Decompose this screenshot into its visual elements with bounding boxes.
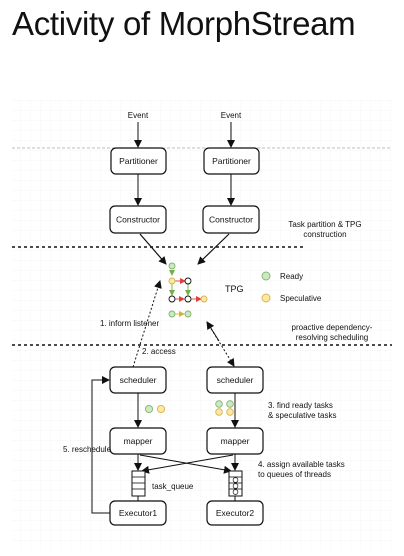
- partitioner-right-label: Partitioner: [212, 156, 251, 166]
- scheduler-right-label: scheduler: [217, 375, 254, 385]
- page-title: Activity of MorphStream: [12, 5, 356, 42]
- constructor-right: Constructor: [202, 205, 260, 234]
- executor-right-label: Executor2: [216, 508, 255, 518]
- tpg-label: TPG: [225, 284, 244, 294]
- proactive-label-2: resolving scheduling: [296, 333, 369, 342]
- scheduler-left-tasks: [144, 404, 166, 414]
- mapper-right: mapper: [206, 427, 264, 455]
- executor-left: Executor1: [109, 500, 167, 526]
- scheduler-left-label: scheduler: [120, 375, 157, 385]
- executor-left-label: Executor1: [119, 508, 158, 518]
- event-right-label: Event: [221, 111, 242, 120]
- task-partition-label-2: construction: [303, 230, 346, 239]
- mapper-right-label: mapper: [221, 436, 250, 446]
- event-left-label: Event: [128, 111, 149, 120]
- mapper-left: mapper: [109, 427, 167, 455]
- arrow-constructor-right-tpg: [197, 233, 230, 265]
- assign-label-1: 4. assign available tasks: [258, 460, 345, 469]
- legend-speculative-label: Speculative: [280, 294, 322, 303]
- legend-ready-label: Ready: [280, 272, 303, 281]
- scheduler-right-tasks: [215, 400, 234, 416]
- constructor-right-label: Constructor: [209, 215, 253, 225]
- scheduler-right: scheduler: [206, 366, 264, 394]
- partitioner-left-label: Partitioner: [119, 156, 158, 166]
- partitioner-right: Partitioner: [203, 147, 260, 175]
- find-ready-label-2: & speculative tasks: [268, 411, 336, 420]
- tpg-graph: [168, 262, 208, 318]
- executor-right: Executor2: [206, 500, 264, 526]
- access-label: 2. access: [142, 347, 176, 356]
- arrow-inform-listener: [132, 280, 162, 368]
- task-partition-label-1: Task partition & TPG: [288, 220, 361, 229]
- grid-background: [12, 100, 392, 550]
- constructor-left-label: Constructor: [116, 215, 160, 225]
- constructor-left: Constructor: [109, 205, 167, 234]
- partitioner-left: Partitioner: [110, 147, 167, 175]
- legend-ready-swatch: [261, 271, 271, 281]
- task-queue-left: [131, 470, 146, 497]
- legend-speculative-swatch: [261, 293, 271, 303]
- arrow-mapper-right-queue-left: [141, 454, 234, 474]
- mapper-left-label: mapper: [124, 436, 153, 446]
- assign-label-2: to queues of threads: [258, 470, 331, 479]
- legend: Ready Speculative: [261, 271, 322, 303]
- task-queue-label: task_queue: [152, 482, 194, 491]
- arrow-reschedule: [91, 376, 110, 514]
- proactive-label-1: proactive dependency-: [292, 323, 373, 332]
- scheduler-left: scheduler: [109, 366, 167, 394]
- find-ready-label-1: 3. find ready tasks: [268, 401, 333, 410]
- task-queue-right: [228, 470, 243, 497]
- inform-listener-label: 1. inform listener: [100, 319, 159, 328]
- reschedule-label: 5. reschedule: [63, 445, 112, 454]
- arrow-access-back: [206, 321, 220, 342]
- arrow-constructor-left-tpg: [139, 233, 167, 265]
